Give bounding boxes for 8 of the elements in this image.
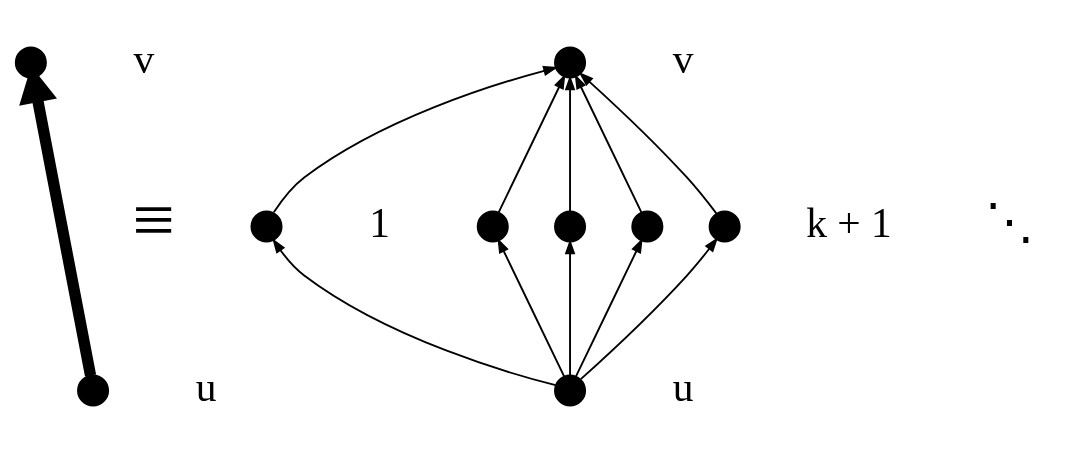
node-label: 1	[369, 199, 390, 246]
label: ≡	[132, 177, 175, 261]
node-label: u	[195, 363, 217, 410]
node-label: u	[672, 363, 694, 410]
node-label: v	[672, 35, 694, 82]
node-label: k + 1	[806, 199, 892, 246]
label: ⋱	[984, 193, 1034, 249]
node-label: v	[133, 35, 155, 82]
